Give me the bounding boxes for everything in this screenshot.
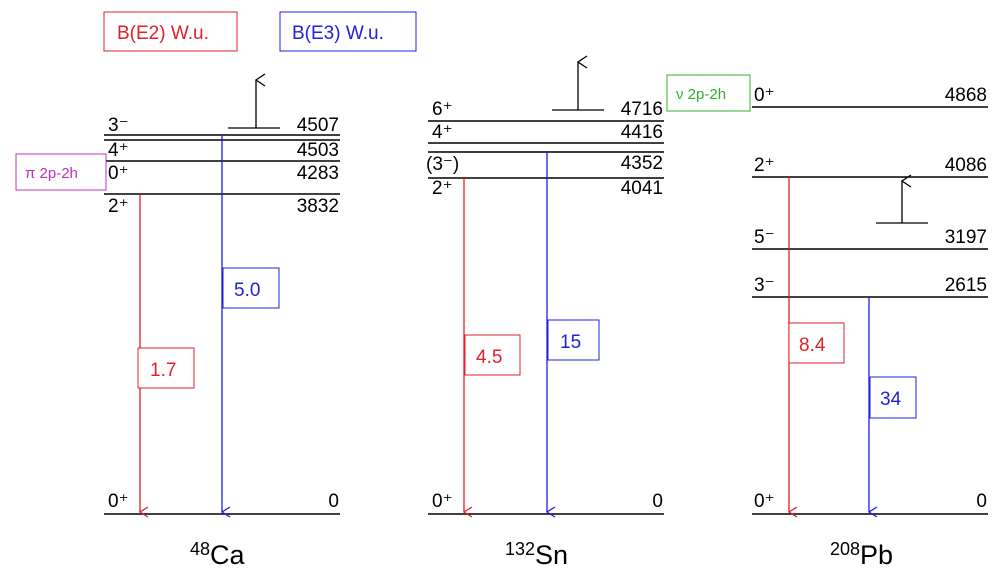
energy-label: 4716 [621, 99, 663, 120]
e3-value-box: 5.0 [222, 267, 280, 309]
e3-value: 5.0 [234, 280, 260, 301]
energy-label: 4507 [297, 115, 339, 136]
spin-label: 0⁺ [108, 491, 129, 512]
e3-value-box: 34 [869, 376, 917, 419]
energy-label: 4416 [621, 122, 663, 143]
e3-value: 34 [880, 389, 902, 410]
energy-label: 0 [652, 491, 663, 512]
spin-label: 4⁺ [432, 122, 453, 143]
energy-label: 2615 [945, 275, 987, 296]
spin-label: 3⁻ [754, 275, 775, 296]
spin-label: 4⁺ [108, 140, 129, 161]
legend-e2: B(E2) W.u. [103, 11, 238, 52]
energy-label: 0 [328, 491, 339, 512]
legend-e3-label: B(E3) W.u. [292, 23, 384, 44]
energy-label: 4503 [297, 140, 339, 161]
spin-label: 2⁺ [754, 155, 775, 176]
e2-value-box: 4.5 [464, 334, 521, 376]
spin-label: 2⁺ [432, 178, 453, 199]
e2-value: 4.5 [476, 347, 502, 368]
energy-label: 4868 [945, 85, 987, 106]
neutron-2p2h-tag: ν 2p-2h [666, 74, 751, 112]
e2-value-box: 1.7 [137, 347, 195, 389]
spin-label: (3⁻) [426, 154, 459, 175]
energy-label: 3197 [945, 227, 987, 248]
e2-value: 1.7 [150, 360, 176, 381]
spin-label: 3⁻ [108, 115, 129, 136]
e2-value-box: 8.4 [788, 322, 845, 364]
spin-label: 2⁺ [108, 196, 129, 217]
energy-label: 0 [976, 491, 987, 512]
energy-label: 4041 [621, 178, 663, 199]
nucleus-pb208: 0⁺ 2⁺ 5⁻ 3⁻ 0⁺ 4868 4086 3197 2615 0 8.4… [752, 85, 988, 570]
e3-value: 15 [560, 332, 581, 353]
nucleus-ca48: 3⁻ 4⁺ 0⁺ 2⁺ 0⁺ 4507 4503 4283 3832 0 1.7… [15, 80, 340, 570]
neutron-2p2h-label: ν 2p-2h [676, 86, 726, 103]
nucleus-sn132: 6⁺ 4⁺ (3⁻) 2⁺ 0⁺ 4716 4416 4352 4041 0 4… [426, 62, 664, 570]
energy-label: 4086 [945, 155, 987, 176]
spin-label: 0⁺ [754, 85, 775, 106]
legend-e3: B(E3) W.u. [279, 11, 417, 52]
spin-label: 6⁺ [432, 99, 453, 120]
energy-label: 3832 [297, 196, 339, 217]
energy-label: 4283 [297, 163, 339, 184]
spin-label: 0⁺ [432, 491, 453, 512]
spin-label: 0⁺ [108, 163, 129, 184]
legend-e2-label: B(E2) W.u. [117, 23, 209, 44]
nucleus-label-pb208: 208Pb [830, 539, 893, 570]
e3-value-box: 15 [547, 319, 600, 361]
nucleus-label-ca48: 48Ca [190, 539, 246, 570]
e2-value: 8.4 [799, 335, 826, 356]
spin-label: 5⁻ [754, 227, 775, 248]
proton-2p2h-tag: π 2p-2h [15, 153, 107, 191]
spin-label: 0⁺ [754, 491, 775, 512]
proton-2p2h-label: π 2p-2h [25, 165, 78, 182]
energy-label: 4352 [621, 153, 663, 174]
nucleus-label-sn132: 132Sn [505, 539, 568, 570]
